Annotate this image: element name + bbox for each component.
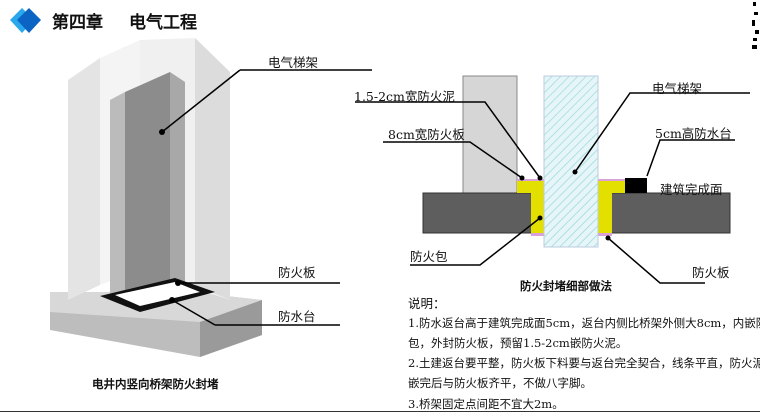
- label-waterproof-left: 防水台: [278, 309, 316, 324]
- note-line: 1.防水返台高于建筑完成面5cm，返台内侧比桥架外侧大8cm，内嵌防火: [408, 316, 760, 330]
- chapter-title: 电气工程: [129, 13, 197, 33]
- label-putty: 1.5-2cm宽防火泥: [354, 89, 455, 104]
- firestop-detail-diagram: [355, 75, 750, 284]
- label-fireboard-left: 防火板: [278, 265, 316, 280]
- note-line: 包，外封防火板，预留1.5-2cm嵌防火泥。: [408, 336, 628, 350]
- note-line: 3.桥架固定点间距不宜大2m。: [408, 397, 564, 411]
- label-curb: 5cm高防水台: [655, 126, 732, 141]
- page-title: 第四章 电气工程: [52, 8, 197, 33]
- right-figure-caption: 防火封堵细部做法: [520, 279, 612, 293]
- notes-heading: 说明：: [408, 296, 446, 311]
- chapter-label: 第四章: [52, 13, 103, 33]
- left-figure-caption: 电井内竖向桥架防火封堵: [92, 377, 219, 391]
- label-board: 防火板: [692, 265, 730, 280]
- label-tray-right: 电气梯架: [652, 81, 703, 96]
- label-tray-left: 电气梯架: [268, 55, 319, 70]
- label-floor: 建筑完成面: [660, 182, 723, 197]
- note-line: 2.土建返台要平整，防火板下料要与返台完全契合，线条平直，防火泥: [408, 356, 760, 370]
- logo-diamond-icon: [10, 8, 41, 33]
- label-bag: 防火包: [410, 249, 448, 264]
- qr-code-fragment: [752, 0, 760, 50]
- bottom-rule: [0, 411, 760, 412]
- shaft-3d-illustration: [50, 38, 372, 357]
- label-board8: 8cm宽防火板: [388, 127, 465, 142]
- note-line: 嵌完后与防火板齐平，不做八字脚。: [408, 376, 592, 390]
